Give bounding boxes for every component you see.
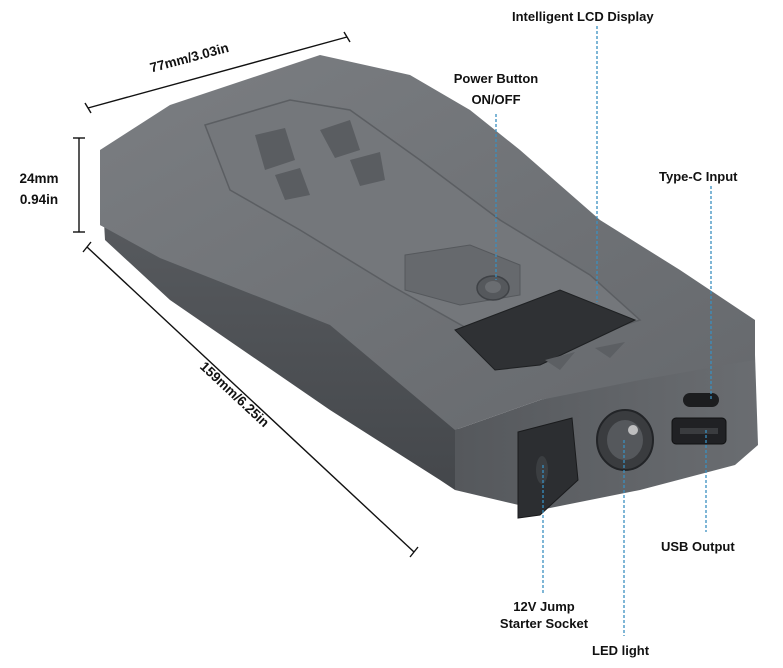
ridge-accent — [320, 120, 360, 158]
ridge-accent — [255, 128, 295, 170]
label-jump-socket: 12V Jump Starter Socket — [474, 598, 614, 632]
front-chevron — [595, 342, 625, 358]
dimension-height-line1: 24mm — [19, 171, 59, 186]
dimension-height: 24mm 0.94in — [14, 170, 64, 208]
label-lcd-display: Intelligent LCD Display — [512, 9, 654, 24]
dimension-lines — [73, 31, 419, 558]
label-type-c-input: Type-C Input — [659, 169, 738, 184]
socket-detail — [536, 456, 548, 484]
label-usb-output: USB Output — [661, 539, 735, 554]
label-jump-socket-line1: 12V Jump — [513, 599, 575, 614]
label-led-light: LED light — [592, 643, 650, 658]
usb-port-tongue — [680, 428, 718, 434]
led-light-lens — [607, 420, 643, 460]
jump-socket-cover — [517, 417, 579, 519]
label-power-button-line2: ON/OFF — [471, 92, 521, 107]
label-power-button-line1: Power Button — [453, 71, 539, 86]
type-c-port — [683, 393, 719, 407]
led-highlight — [628, 425, 638, 435]
device-top-ridge — [204, 99, 642, 346]
power-button-cap — [485, 281, 501, 293]
leader-lines — [495, 26, 712, 636]
front-chevron — [545, 352, 575, 370]
ridge-accent — [275, 168, 310, 200]
ridge-accent — [350, 152, 385, 186]
device-side-wall — [100, 150, 460, 490]
label-jump-socket-line2: Starter Socket — [499, 616, 589, 631]
dimension-height-line2: 0.94in — [19, 192, 59, 207]
label-power-button: Power Button ON/OFF — [440, 70, 552, 108]
lcd-screen — [454, 289, 637, 371]
